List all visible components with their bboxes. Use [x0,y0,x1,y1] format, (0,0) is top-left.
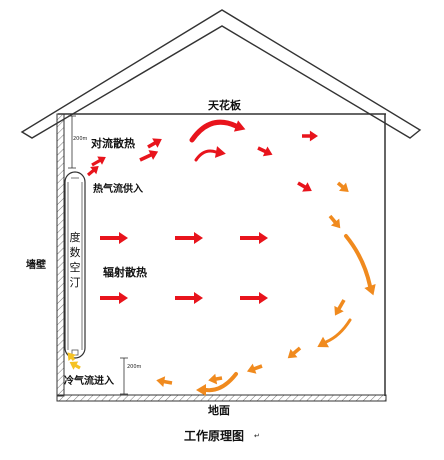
flow-arrow [328,214,341,229]
flow-curve-head [196,384,206,396]
flow-arrow [257,146,273,157]
flow-curve-head [364,283,376,296]
flow-arrow [208,373,223,385]
floor-label: 地面 [208,404,230,417]
flow-curve [189,119,239,143]
dimension-top-label: 200m [73,136,88,142]
caption: 工作原理图 [184,429,245,443]
radiator-label: 度 数 空 汀 [68,230,82,290]
flow-curve [324,318,352,344]
flow-arrow [246,363,263,374]
flow-curve [194,149,218,162]
flow-arrow [336,181,349,192]
flow-arrow [334,299,346,316]
flow-arrow [297,181,312,192]
radiator-char-1: 度 [69,231,81,244]
radiation-label: 辐射散热 [103,266,147,279]
flow-arrow [175,292,203,304]
flow-curve [204,372,238,393]
flow-arrow [240,292,268,304]
flow-arrow [86,166,99,177]
flow-arrow [175,232,203,244]
hot-air-label: 热气流供入 [93,184,143,195]
cold-air-label: 冷气流进入 [64,376,114,387]
wall [56,113,65,397]
radiator-char-2: 数 [69,246,81,259]
ceiling-label: 天花板 [208,99,241,112]
flow-arrow [139,150,159,162]
convection-label: 对流散热 [91,137,135,150]
caption-mark: ↵ [254,432,260,440]
flow-arrow [156,376,173,387]
flow-arrow [147,138,162,149]
floor [56,394,387,402]
flow-arrow [302,130,318,142]
flow-arrow [287,346,302,359]
flow-curve [344,234,372,288]
flow-arrow [100,232,128,244]
flow-arrow [240,232,268,244]
flow-arrow [67,352,76,362]
flow-arrow [100,292,128,304]
dimension-top [68,115,76,169]
dimension-bottom [120,357,128,395]
flow-arrow [69,361,81,370]
airflow-arrows [67,119,376,396]
roof [20,9,422,139]
flow-curve-head [317,336,329,348]
radiator-char-3: 空 [69,261,81,274]
flow-curve-head [214,146,226,158]
wall-label: 墙壁 [26,260,46,271]
radiator [64,171,86,359]
flow-arrow [91,156,106,167]
flow-curve-head [233,120,246,132]
radiator-char-4: 汀 [69,276,81,289]
dimension-bottom-label: 200m [127,364,142,370]
